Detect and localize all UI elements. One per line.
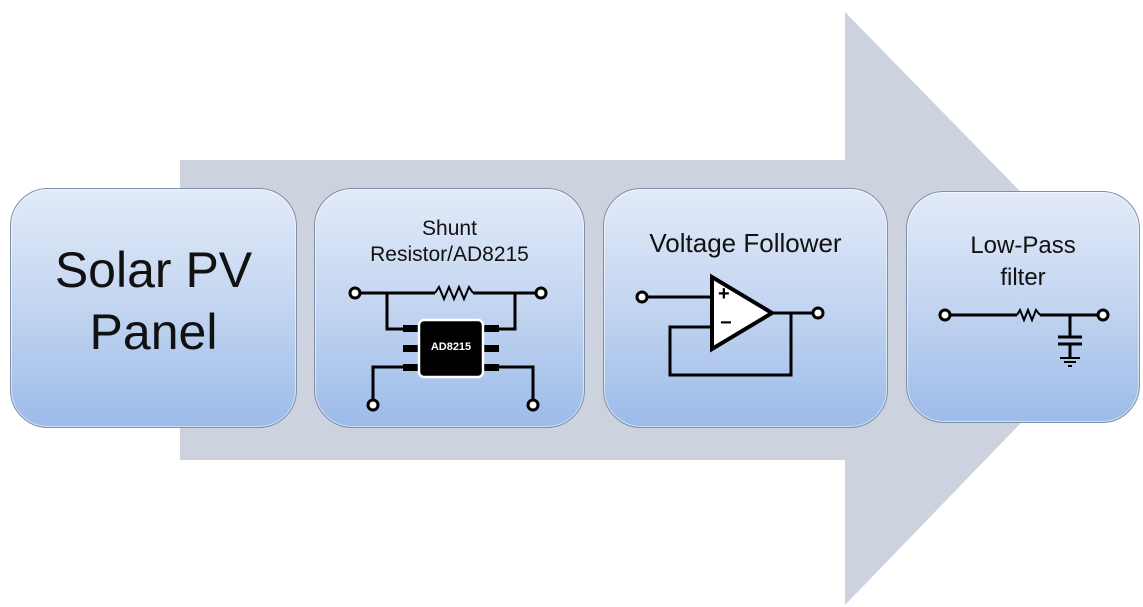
block-voltage-follower: Voltage Follower + − — [603, 188, 888, 428]
ad8215-chip-label: AD8215 — [430, 341, 472, 353]
block-solar-pv-panel: Solar PV Panel — [10, 188, 297, 428]
shunt-resistor-schematic-icon — [348, 284, 548, 412]
block-low-pass-filter-line-1: Low-Pass — [970, 232, 1076, 259]
block-shunt-resistor-line-2: Resistor/AD8215 — [370, 243, 529, 266]
block-low-pass-filter-line-2: filter — [1000, 264, 1046, 291]
block-shunt-resistor-line-1: Shunt — [422, 217, 477, 240]
opamp-plus-sign: + — [718, 283, 730, 305]
opamp-minus-sign: − — [720, 312, 732, 334]
block-solar-pv-panel-label: Solar PV Panel — [11, 239, 296, 363]
block-low-pass-filter-label: Low-Pass filter — [907, 230, 1139, 294]
voltage-follower-opamp-icon — [635, 273, 825, 377]
block-shunt-resistor: Shunt Resistor/AD8215 — [314, 188, 585, 428]
rc-low-pass-filter-icon — [938, 307, 1110, 367]
block-low-pass-filter: Low-Pass filter — [906, 191, 1140, 423]
block-voltage-follower-line-1: Voltage Follower — [649, 228, 842, 258]
block-solar-pv-panel-line-1: Solar PV — [54, 242, 253, 298]
block-shunt-resistor-label: Shunt Resistor/AD8215 — [315, 216, 584, 268]
block-solar-pv-panel-line-2: Panel — [89, 304, 218, 360]
block-voltage-follower-label: Voltage Follower — [604, 227, 887, 259]
